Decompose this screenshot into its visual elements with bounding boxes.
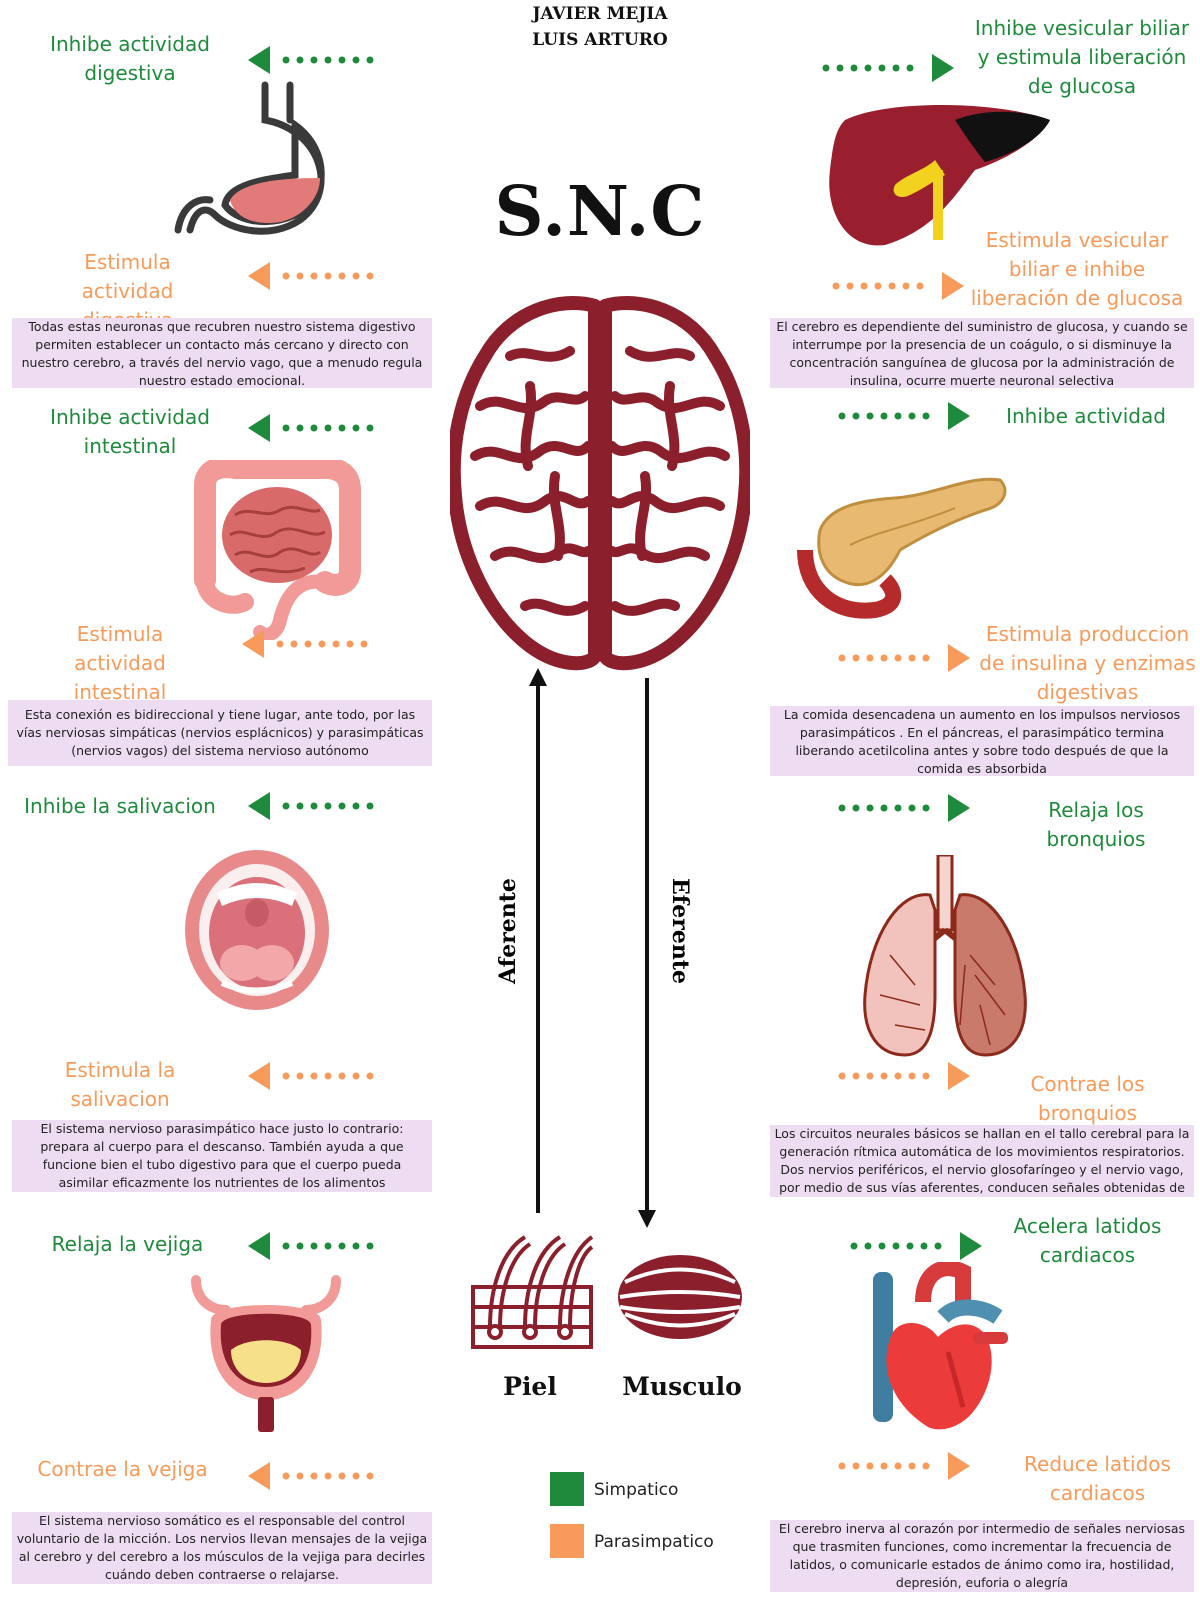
lungs-note: Los circuitos neurales básicos se hallan… bbox=[770, 1125, 1194, 1197]
intestine-parasympathetic-arrow bbox=[242, 630, 368, 658]
afferent-label: Aferente bbox=[495, 878, 521, 984]
legend-swatch-simpatico bbox=[550, 1472, 584, 1506]
liver-sympathetic-arrow bbox=[822, 54, 954, 82]
bladder-note: El sistema nervioso somático es el respo… bbox=[12, 1512, 432, 1584]
lungs-sympathetic-arrow bbox=[838, 794, 970, 822]
liver-parasympathetic-arrow bbox=[832, 272, 964, 300]
skin-icon bbox=[471, 1235, 594, 1349]
intestine-note: Esta conexión es bidireccional y tiene l… bbox=[8, 700, 432, 766]
pancreas-note: La comida desencadena un aumento en los … bbox=[770, 706, 1194, 776]
legend-label-simpatico: Simpatico bbox=[594, 1480, 679, 1500]
intestine-sympathetic-arrow bbox=[248, 414, 374, 442]
stomach-parasympathetic-arrow bbox=[248, 262, 374, 290]
heart-parasympathetic-label: Reduce latidos cardiacos bbox=[1024, 1452, 1171, 1505]
liver-sympathetic-label: Inhibe vesicular biliar y estimula liber… bbox=[974, 16, 1190, 98]
bladder-parasympathetic-arrow bbox=[248, 1462, 374, 1490]
lungs-parasympathetic-arrow bbox=[838, 1062, 970, 1090]
mouth-note: El sistema nervioso parasimpático hace j… bbox=[12, 1120, 432, 1192]
author-name-2: LUIS ARTURO bbox=[532, 30, 668, 50]
stomach-icon bbox=[174, 81, 325, 235]
pancreas-sympathetic-arrow bbox=[838, 402, 970, 430]
heart-sympathetic-label: Acelera latidos cardiacos bbox=[1013, 1214, 1162, 1267]
stomach-sympathetic-arrow bbox=[248, 46, 374, 74]
mouth-sympathetic-arrow bbox=[248, 792, 374, 820]
stomach-note: Todas estas neuronas que recubren nuestr… bbox=[12, 318, 432, 388]
pancreas-parasympathetic-arrow bbox=[838, 644, 970, 672]
pancreas-icon bbox=[797, 477, 1007, 619]
stomach-sympathetic-label: Inhibe actividad digestiva bbox=[50, 32, 210, 85]
page-title: S.N.C bbox=[494, 172, 706, 252]
heart-icon bbox=[873, 1262, 1008, 1430]
mouth-parasympathetic-arrow bbox=[248, 1062, 374, 1090]
legend-label-parasimpatico: Parasimpatico bbox=[594, 1532, 714, 1552]
legend-swatch-parasimpatico bbox=[550, 1524, 584, 1558]
muscle-icon bbox=[618, 1255, 742, 1339]
liver-note: El cerebro es dependiente del suministro… bbox=[770, 318, 1194, 388]
bladder-icon bbox=[191, 1275, 341, 1432]
bladder-sympathetic-label: Relaja la vejiga bbox=[51, 1232, 204, 1256]
heart-sympathetic-arrow bbox=[850, 1232, 982, 1260]
liver-icon bbox=[829, 105, 1050, 246]
mouth-sympathetic-label: Inhibe la salivacion bbox=[24, 794, 216, 818]
mouth-icon bbox=[185, 850, 329, 1010]
lungs-sympathetic-label: Relaja los bronquios bbox=[1046, 798, 1146, 851]
bladder-sympathetic-arrow bbox=[248, 1232, 374, 1260]
efferent-label: Eferente bbox=[667, 878, 693, 984]
liver-parasympathetic-label: Estimula vesicular biliar e inhibe liber… bbox=[970, 228, 1184, 310]
afferent-arrow bbox=[529, 668, 547, 1213]
intestine-parasympathetic-label: Estimula actividad intestinal bbox=[73, 622, 167, 704]
lungs-parasympathetic-label: Contrae los bronquios bbox=[1030, 1072, 1145, 1125]
bladder-parasympathetic-label: Contrae la vejiga bbox=[37, 1457, 208, 1481]
author-name-1: JAVIER MEJIA bbox=[532, 4, 668, 24]
efferent-arrow bbox=[638, 678, 656, 1228]
heart-note: El cerebro inerva al corazón por interme… bbox=[770, 1520, 1194, 1592]
pancreas-parasympathetic-label: Estimula produccion de insulina y enzima… bbox=[979, 622, 1196, 704]
intestine-sympathetic-label: Inhibe actividad intestinal bbox=[50, 405, 210, 458]
brain-icon bbox=[450, 296, 750, 671]
skin-label: Piel bbox=[503, 1372, 557, 1401]
heart-parasympathetic-arrow bbox=[838, 1452, 970, 1480]
pancreas-sympathetic-label: Inhibe actividad bbox=[1006, 404, 1166, 428]
mouth-parasympathetic-label: Estimula la salivacion bbox=[64, 1058, 176, 1111]
intestine-icon bbox=[194, 460, 361, 640]
lungs-icon bbox=[863, 855, 1027, 1057]
muscle-label: Musculo bbox=[622, 1372, 742, 1401]
